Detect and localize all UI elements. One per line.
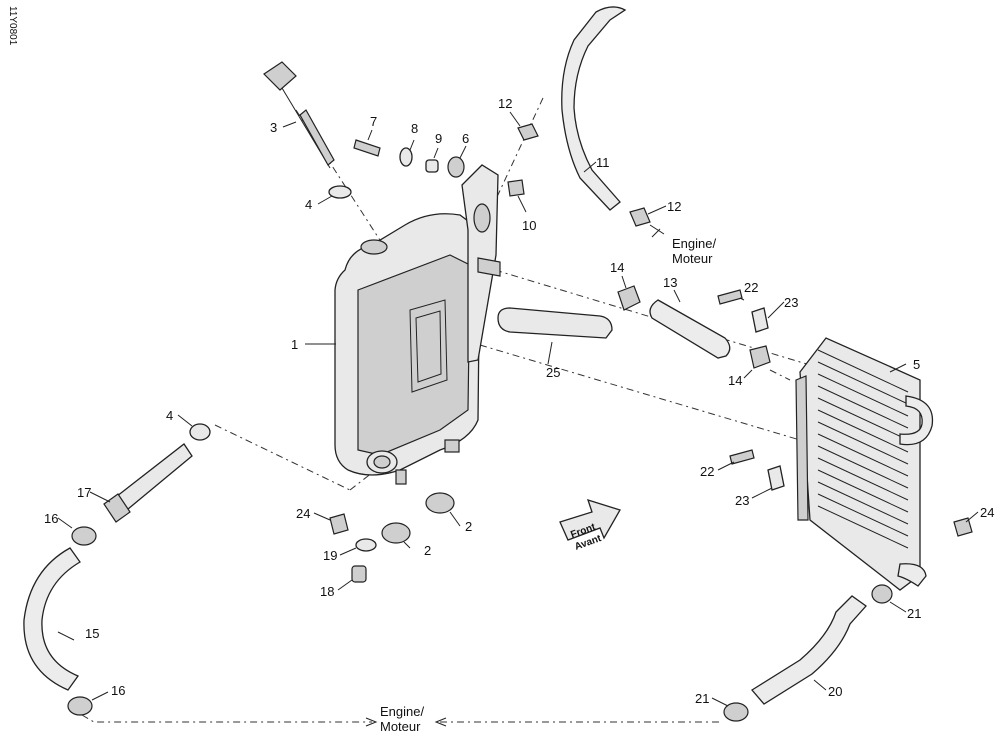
callout-12-bottom: 12 (667, 199, 681, 214)
cooler-return-hose (751, 595, 867, 705)
callout-17: 17 (77, 485, 91, 500)
tank-bracket (461, 164, 501, 363)
callout-4-left: 4 (166, 408, 173, 423)
o-ring-left (189, 423, 211, 441)
clamp-14-lower (749, 345, 771, 369)
callout-21-bottom: 21 (695, 691, 709, 706)
callout-14-top: 14 (610, 260, 624, 275)
clamp-16-lower (67, 696, 93, 716)
callout-2-right: 2 (465, 519, 472, 534)
clamp-16-upper (71, 526, 97, 546)
clamp-14-upper (617, 285, 641, 311)
callout-19: 19 (323, 548, 337, 563)
callout-8: 8 (411, 121, 418, 136)
callout-6: 6 (462, 131, 469, 146)
callout-numbers: 1 3 4 7 8 9 6 10 12 11 12 14 13 22 23 14… (44, 96, 994, 706)
tank-to-cooler-hose (649, 299, 731, 359)
callout-3: 3 (270, 120, 277, 135)
callout-7: 7 (370, 114, 377, 129)
callout-12-top: 12 (498, 96, 512, 111)
callout-22-top: 22 (744, 280, 758, 295)
callout-22-bottom: 22 (700, 464, 714, 479)
callout-9: 9 (435, 131, 442, 146)
engine-label-bottom-1: Engine/ (380, 704, 424, 719)
engine-return-arrows (81, 714, 722, 727)
clamp-lower (629, 207, 651, 227)
callout-16-bottom: 16 (111, 683, 125, 698)
dipstick (263, 61, 335, 169)
front-direction-arrow: Front Avant (559, 499, 621, 553)
drain-washer (355, 538, 377, 552)
callout-4-top: 4 (305, 197, 312, 212)
leader-lines (57, 111, 979, 707)
clamp-21-upper (871, 584, 893, 604)
engine-label-top-2: Moteur (672, 251, 713, 266)
rubber-mount-left (381, 522, 411, 544)
engine-top-arrow (649, 224, 665, 238)
engine-label-bottom-2: Moteur (380, 719, 421, 734)
figure-code: 11Y0801 (7, 6, 18, 46)
callout-21-top: 21 (907, 606, 921, 621)
callout-11: 11 (596, 155, 610, 170)
o-ring-top (328, 185, 352, 199)
callout-18: 18 (320, 584, 334, 599)
callout-23-bottom: 23 (735, 493, 749, 508)
retaining-strap (497, 307, 613, 339)
breather-hose (561, 6, 627, 211)
oil-cooler (795, 337, 934, 591)
callout-16-top: 16 (44, 511, 58, 526)
callout-10: 10 (522, 218, 536, 233)
callout-14-bottom: 14 (728, 373, 742, 388)
engine-label-top-1: Engine/ (672, 236, 716, 251)
callout-24-right: 24 (980, 505, 994, 520)
cooler-fasteners (329, 289, 973, 537)
clamp-21-lower (723, 702, 749, 722)
hose-fitting-body (103, 493, 131, 523)
assembly-lines (214, 97, 811, 491)
callout-1: 1 (291, 337, 298, 352)
oil-tank (334, 213, 481, 485)
callout-20: 20 (828, 684, 842, 699)
drain-plug (351, 565, 367, 583)
rubber-mount-right (425, 492, 455, 514)
callout-15: 15 (85, 626, 99, 641)
fastener-set-top (353, 139, 525, 197)
return-hose (23, 547, 81, 691)
callout-13: 13 (663, 275, 677, 290)
callout-24-left: 24 (296, 506, 310, 521)
callout-2-left: 2 (424, 543, 431, 558)
callout-23-top: 23 (784, 295, 798, 310)
clamp-upper (517, 123, 539, 141)
callout-25: 25 (546, 365, 560, 380)
callout-5: 5 (913, 357, 920, 372)
